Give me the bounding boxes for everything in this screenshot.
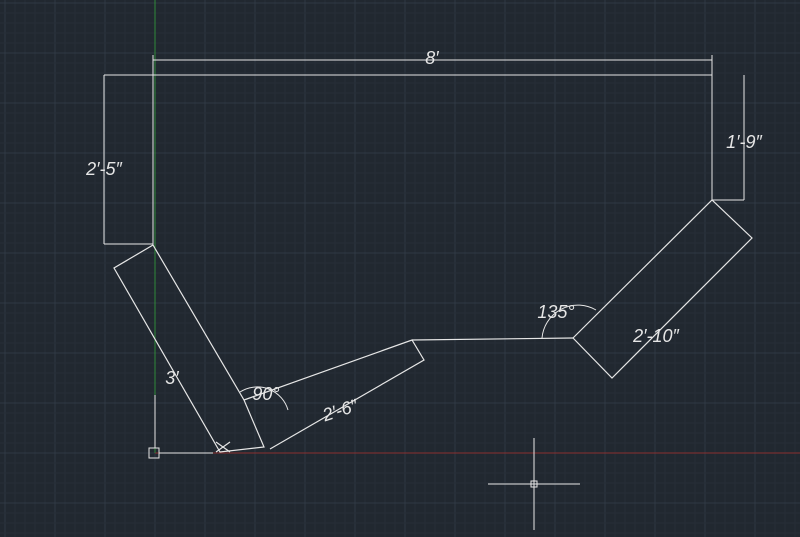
dimension-top[interactable]: 8′ [104,48,713,245]
endpoint-marker [215,441,231,453]
ucs-origin-icon [148,395,213,459]
dimension-left-leg[interactable]: 3′ [165,368,179,388]
middle-edge[interactable] [411,337,574,341]
dimension-right[interactable]: 1′-9″ [712,75,763,201]
angle-dimension-left[interactable]: 90° [239,384,289,411]
angle-right-text: 135° [537,302,574,322]
bottom-piece-outline[interactable] [243,339,425,450]
dim-left-text: 2′-5″ [85,159,122,179]
countertop-outline[interactable] [113,199,753,453]
dim-left-leg-text: 3′ [165,368,179,388]
dimension-left[interactable]: 2′-5″ [85,75,153,245]
dim-right-leg-text: 2′-10″ [632,326,679,346]
right-piece-outline[interactable] [572,199,753,379]
dimension-right-leg[interactable]: 2′-10″ [632,326,679,346]
crosshair-cursor-icon [488,438,580,530]
angle-left-text: 90° [252,384,279,404]
angle-dimension-right[interactable]: 135° [537,302,597,339]
dim-right-text: 1′-9″ [726,132,762,152]
left-piece-outline[interactable] [113,244,265,453]
dim-top-text: 8′ [425,48,439,68]
